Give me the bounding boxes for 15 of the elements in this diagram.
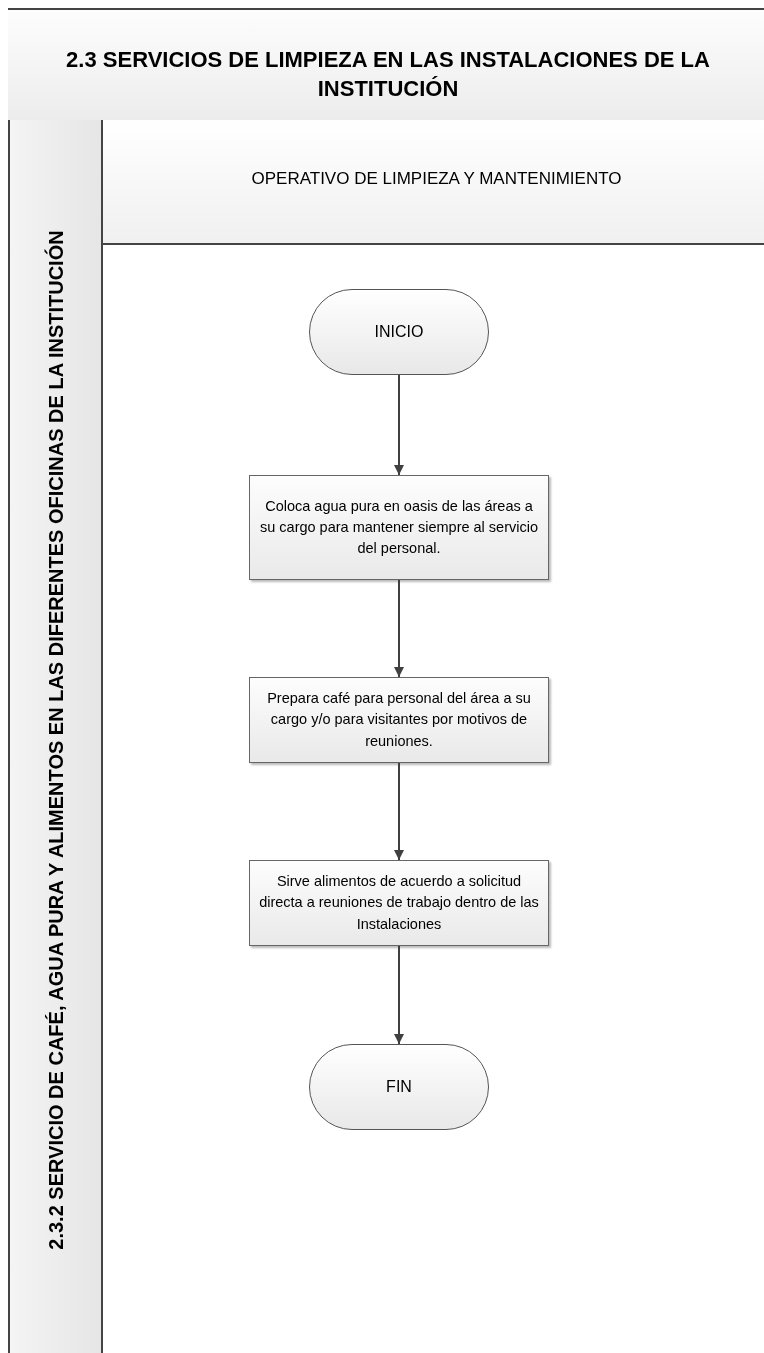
swimlane-pool bbox=[8, 8, 764, 1353]
arrow bbox=[394, 579, 404, 678]
pool-title: 2.3 SERVICIOS DE LIMPIEZA EN LAS INSTALACIONES DE LA INSTITUCIÓN bbox=[65, 46, 711, 103]
arrow bbox=[394, 945, 404, 1045]
arrow bbox=[394, 762, 404, 861]
lane-title: 2.3.2 SERVICIO DE CAFÉ, AGUA PURA Y ALIMENTOS EN LAS DIFERENTES OFICINAS DE LA INSTITUCIÓN bbox=[43, 229, 68, 1252]
column-title: OPERATIVO DE LIMPIEZA Y MANTENIMIENTO bbox=[251, 169, 622, 189]
lane-header bbox=[10, 120, 103, 1353]
process-box: Prepara café para personal del área a su cargo y/o para visitantes por motivos de reuniones. bbox=[249, 677, 549, 763]
terminator-shape: INICIO bbox=[309, 289, 489, 375]
terminator-shape: FIN bbox=[309, 1044, 489, 1130]
arrow bbox=[394, 374, 404, 476]
process-box: Sirve alimentos de acuerdo a solicitud directa a reuniones de trabajo dentro de las Instalaciones bbox=[249, 860, 549, 946]
process-box: Coloca agua pura en oasis de las áreas a su cargo para mantener siempre al servicio del personal. bbox=[249, 475, 549, 580]
column-header bbox=[103, 120, 764, 245]
